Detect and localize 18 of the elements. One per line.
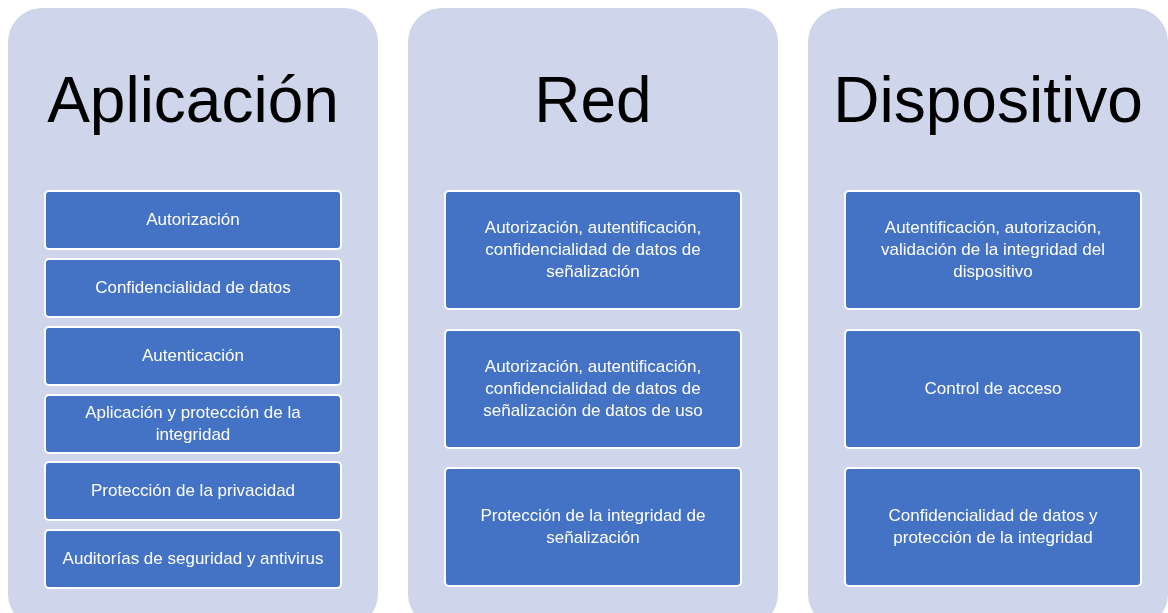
category-panel [808,8,1168,613]
item-box: Control de acceso [844,329,1142,449]
item-box: Confidencialidad de datos [44,258,342,318]
panel-heading: Red [533,63,653,138]
panel-heading: Aplicación [46,63,340,138]
category-panel [8,8,378,613]
item-box: Autorización [44,190,342,250]
item-box: Autentificación, autorización, validación de la integridad del dispositivo [844,190,1142,310]
item-box: Autenticación [44,326,342,386]
panel-heading: Dispositivo [832,63,1144,138]
category-panel [408,8,778,613]
item-box: Protección de la privacidad [44,461,342,521]
item-box: Autorización, autentificación, confidencialidad de datos de señalización de datos de uso [444,329,742,449]
item-box: Auditorías de seguridad y antivirus [44,529,342,589]
item-box: Protección de la integridad de señalización [444,467,742,587]
item-box: Aplicación y protección de la integridad [44,394,342,454]
item-box: Autorización, autentificación, confidencialidad de datos de señalización [444,190,742,310]
item-box: Confidencialidad de datos y protección de la integridad [844,467,1142,587]
